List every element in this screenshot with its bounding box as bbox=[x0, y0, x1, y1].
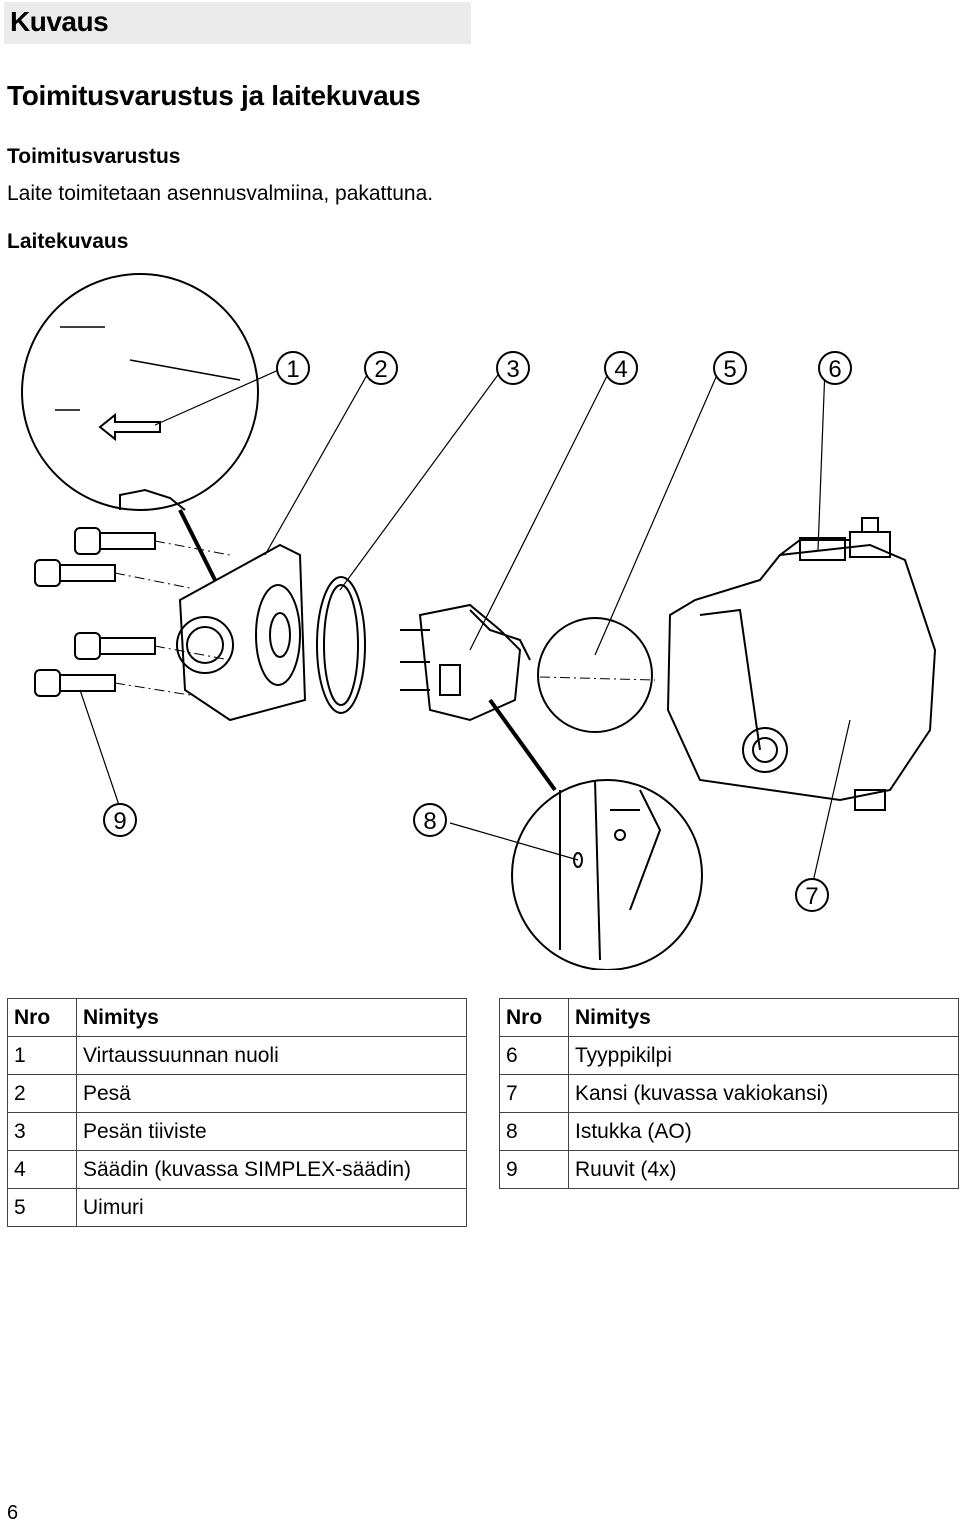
row-name: Virtaussuunnan nuoli bbox=[76, 1036, 467, 1075]
table-header-row: Nro Nimitys bbox=[7, 998, 467, 1037]
row-nro: 5 bbox=[7, 1188, 77, 1227]
callout-9: 9 bbox=[113, 808, 126, 835]
header-nimitys: Nimitys bbox=[568, 998, 959, 1037]
callout-5: 5 bbox=[723, 356, 736, 383]
housing-gasket bbox=[316, 576, 366, 714]
header-nro: Nro bbox=[499, 998, 569, 1037]
callout-6: 6 bbox=[828, 356, 841, 383]
section-title-bar: Kuvaus bbox=[4, 2, 471, 44]
row-nro: 7 bbox=[499, 1074, 569, 1113]
callout-2: 2 bbox=[374, 356, 387, 383]
screws-group bbox=[34, 527, 231, 697]
callout-8: 8 bbox=[423, 808, 436, 835]
cover-part bbox=[666, 517, 937, 811]
callout-4: 4 bbox=[614, 356, 627, 383]
delivery-text: Laite toimitetaan asennusvalmiina, pakat… bbox=[7, 182, 434, 205]
row-nro: 8 bbox=[499, 1112, 569, 1151]
row-nro: 2 bbox=[7, 1074, 77, 1113]
callout-3: 3 bbox=[506, 356, 519, 383]
page-number: 6 bbox=[7, 1502, 19, 1524]
row-name: Istukka (AO) bbox=[568, 1112, 959, 1151]
callout-1: 1 bbox=[286, 356, 299, 383]
row-nro: 4 bbox=[7, 1150, 77, 1189]
row-name: Kansi (kuvassa vakiokansi) bbox=[568, 1074, 959, 1113]
table-header-row: Nro Nimitys bbox=[499, 998, 959, 1037]
delivery-heading: Toimitusvarustus bbox=[7, 145, 181, 168]
seat-detail-circle bbox=[511, 779, 703, 970]
row-nro: 3 bbox=[7, 1112, 77, 1151]
exploded-view-figure: 1 2 3 4 5 6 7 8 9 bbox=[21, 273, 937, 970]
row-name: Ruuvit (4x) bbox=[568, 1150, 959, 1189]
float-ball bbox=[537, 617, 653, 733]
header-nro: Nro bbox=[7, 998, 77, 1037]
controller-part bbox=[400, 603, 531, 722]
description-heading: Laitekuvaus bbox=[7, 230, 129, 253]
row-name: Pesän tiiviste bbox=[76, 1112, 467, 1151]
row-name: Tyyppikilpi bbox=[568, 1036, 959, 1075]
row-name: Uimuri bbox=[76, 1188, 467, 1227]
housing-part bbox=[176, 543, 307, 722]
row-nro: 6 bbox=[499, 1036, 569, 1075]
section-title: Kuvaus bbox=[10, 6, 109, 37]
row-name: Pesä bbox=[76, 1074, 467, 1113]
header-nimitys: Nimitys bbox=[76, 998, 467, 1037]
page-title: Toimitusvarustus ja laitekuvaus bbox=[7, 80, 421, 111]
flow-arrow-detail-circle bbox=[21, 273, 259, 511]
flow-arrow-icon bbox=[98, 412, 161, 442]
row-nro: 1 bbox=[7, 1036, 77, 1075]
row-nro: 9 bbox=[499, 1150, 569, 1189]
row-name: Säädin (kuvassa SIMPLEX-säädin) bbox=[76, 1150, 467, 1189]
callout-7: 7 bbox=[805, 883, 818, 910]
